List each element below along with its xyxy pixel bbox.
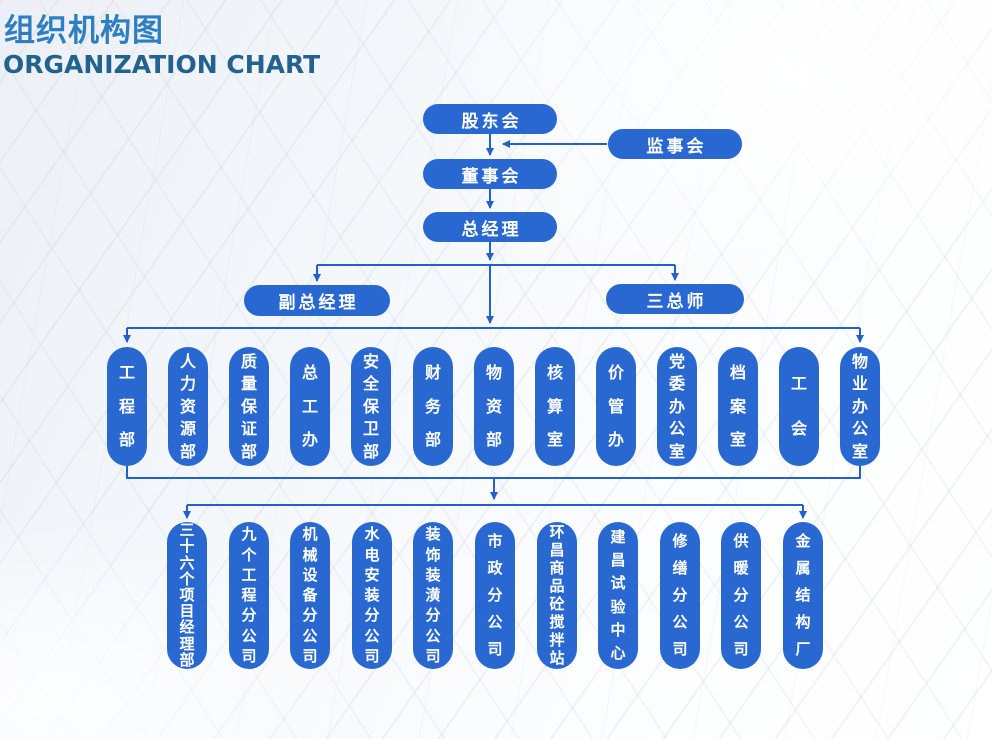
subsidiary-pill: 市政分公司 xyxy=(475,522,515,669)
subsidiary-pill: 装饰装潢分公司 xyxy=(413,522,453,669)
page-title-english: ORGANIZATION CHART xyxy=(3,50,321,79)
page-title-chinese: 组织机构图 xyxy=(4,13,164,49)
department-pill: 档案室 xyxy=(718,347,758,466)
department-pill: 党委办公室 xyxy=(657,347,697,466)
subsidiary-pill: 水电安装分公司 xyxy=(352,522,392,669)
subsidiary-pill: 机械设备分公司 xyxy=(290,522,330,669)
department-pill: 物资部 xyxy=(474,347,514,466)
department-pill: 核算室 xyxy=(535,347,575,466)
node-supervisory-board: 监事会 xyxy=(608,129,742,159)
department-pill: 财务部 xyxy=(413,347,453,466)
node-three-chief-engineers: 三总师 xyxy=(606,284,744,314)
subsidiary-pill: 环昌商品砼搅拌站 xyxy=(537,522,577,669)
department-pill: 质量保证部 xyxy=(229,347,269,466)
department-pill: 安全保卫部 xyxy=(351,347,391,466)
node-deputy-general-manager: 副总经理 xyxy=(244,285,390,316)
department-pill: 物业办公室 xyxy=(840,347,880,466)
subsidiary-pill: 九个工程分公司 xyxy=(229,522,269,669)
node-shareholders: 股东会 xyxy=(423,104,557,134)
subsidiary-pill: 建昌试验中心 xyxy=(598,522,638,669)
subsidiary-pill: 供暖分公司 xyxy=(721,522,761,669)
department-pill: 人力资源部 xyxy=(168,347,208,466)
subsidiary-pill: 修缮分公司 xyxy=(660,522,700,669)
node-board-of-directors: 董事会 xyxy=(423,159,557,189)
node-general-manager: 总经理 xyxy=(423,212,557,242)
department-pill: 工会 xyxy=(779,347,819,466)
department-pill: 价管办 xyxy=(596,347,636,466)
subsidiary-pill: 金属结构厂 xyxy=(783,522,823,669)
department-pill: 工程部 xyxy=(107,347,147,466)
subsidiary-pill: 三十六个项目经理部 xyxy=(167,522,207,669)
department-pill: 总工办 xyxy=(290,347,330,466)
